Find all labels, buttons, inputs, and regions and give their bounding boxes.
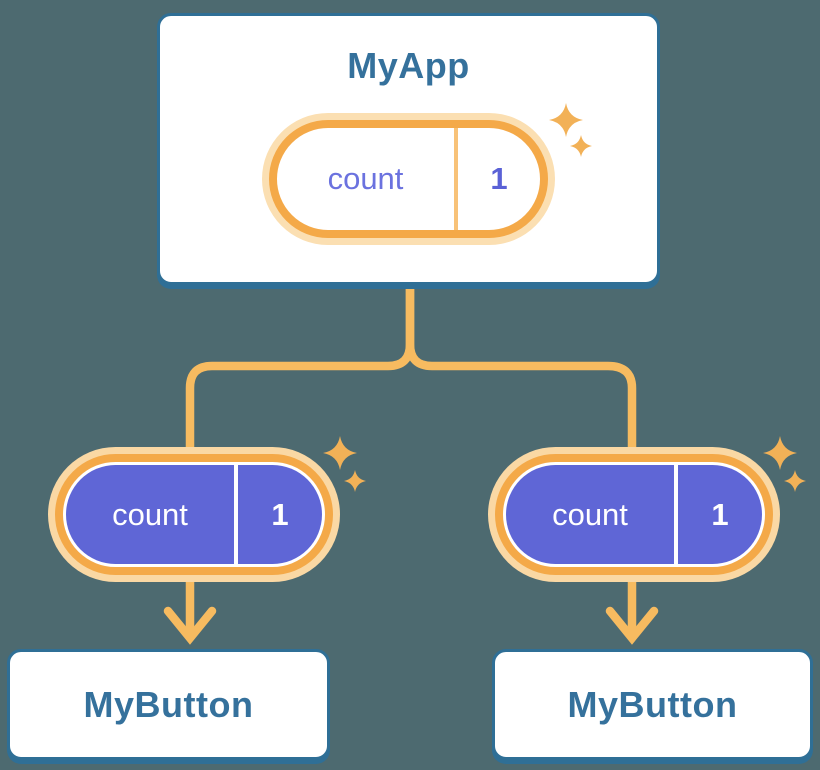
component-title: MyButton (83, 683, 254, 725)
state-name: count (552, 496, 628, 532)
component-title: MyButton (567, 683, 738, 725)
component-card-mybutton-left: MyButton (7, 649, 330, 760)
state-pill-ring: count 1 (269, 120, 548, 238)
component-card-mybutton-right: MyButton (492, 649, 813, 760)
arrow-down-icon (163, 606, 217, 645)
state-pill-ring: count 1 (55, 454, 333, 575)
state-pill-fill: count 1 (506, 465, 762, 564)
component-title: MyApp (347, 45, 470, 86)
arrow-down-icon (605, 606, 659, 645)
state-name: count (112, 496, 188, 532)
state-pill-fill: count 1 (66, 465, 322, 564)
state-divider (454, 128, 458, 230)
state-divider (674, 465, 678, 564)
state-value: 1 (490, 161, 508, 196)
state-value: 1 (711, 496, 729, 532)
state-pill-right-child: count 1 (488, 436, 806, 582)
connector-branch-right (405, 280, 637, 636)
state-divider (234, 465, 238, 564)
state-name: count (327, 161, 404, 196)
state-value: 1 (271, 496, 289, 532)
state-pill-left-child: count 1 (48, 436, 366, 582)
state-pill-root: count 1 (262, 103, 592, 245)
state-pill-ring: count 1 (495, 454, 773, 575)
